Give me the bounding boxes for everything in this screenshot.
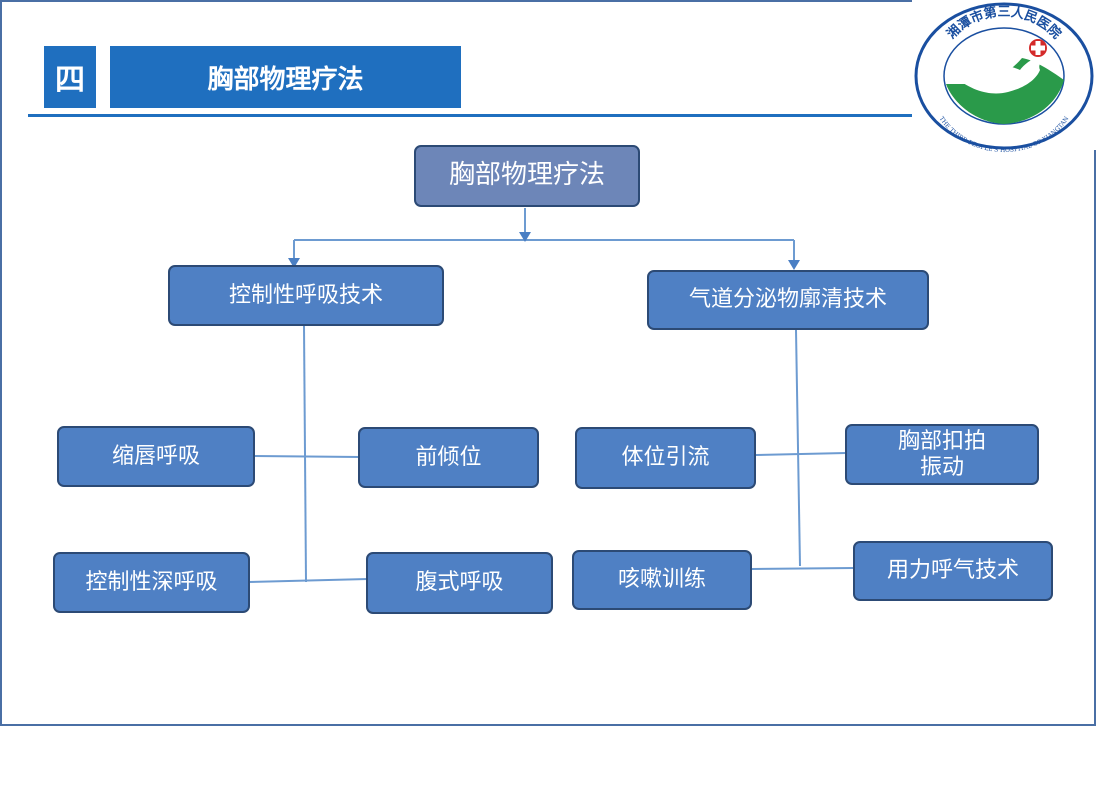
dove-icon [956, 56, 1046, 94]
slide-frame-bottom [0, 724, 1096, 726]
section-number-badge: 四 [44, 46, 96, 108]
node-cough-training: 咳嗽训练 [572, 550, 752, 610]
node-controlled-deep-breathing: 控制性深呼吸 [53, 552, 250, 613]
slide-frame-left [0, 0, 2, 726]
red-cross-icon [1029, 39, 1047, 57]
node-postural-drainage: 体位引流 [575, 427, 756, 489]
node-forward-lean: 前倾位 [358, 427, 539, 488]
slide-frame-top [0, 0, 912, 2]
hospital-logo: 湘潭市第三人民医院 THE THIRD PEOPLE'S HOSPITAL OF… [914, 2, 1094, 154]
node-chest-percussion-vibration: 胸部扣拍 振动 [845, 424, 1039, 485]
slide-frame-right [1094, 150, 1096, 726]
node-pursed-lip-breathing: 缩唇呼吸 [57, 426, 255, 487]
header-rule [28, 114, 912, 117]
node-controlled-breathing: 控制性呼吸技术 [168, 265, 444, 326]
section-title: 胸部物理疗法 [110, 46, 461, 108]
node-forced-expiration: 用力呼气技术 [853, 541, 1053, 601]
node-root: 胸部物理疗法 [414, 145, 640, 207]
node-airway-clearance: 气道分泌物廓清技术 [647, 270, 929, 330]
node-abdominal-breathing: 腹式呼吸 [366, 552, 553, 614]
